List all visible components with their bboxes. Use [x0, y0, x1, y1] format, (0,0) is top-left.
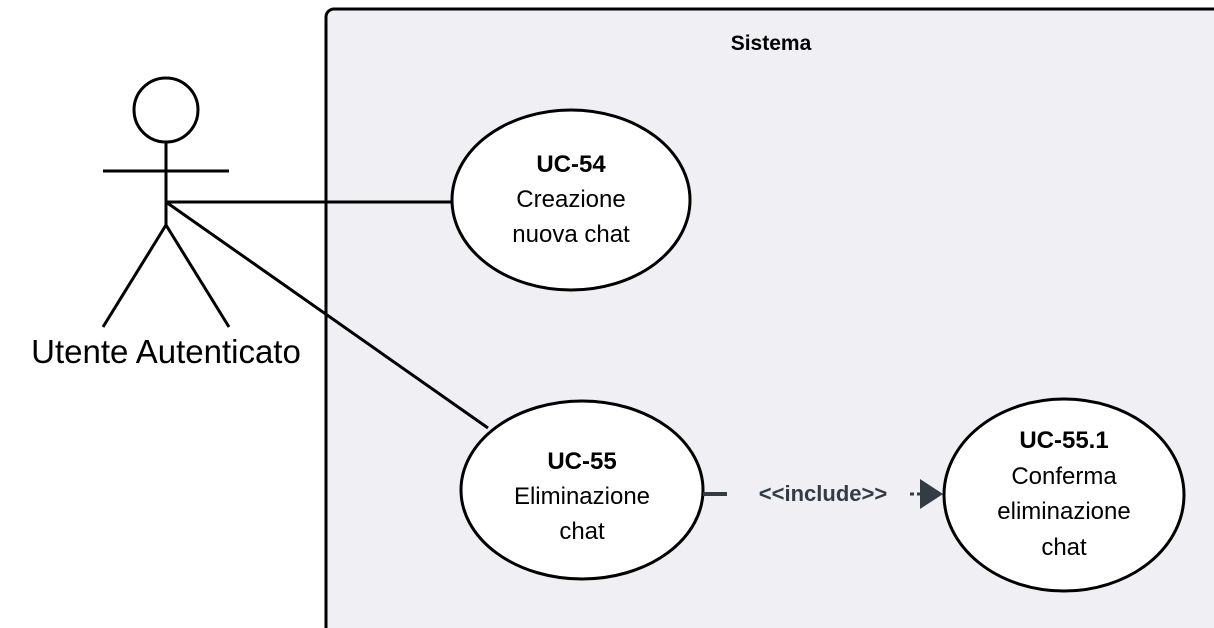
system-title: Sistema	[731, 32, 812, 55]
use-case-ellipse	[450, 108, 692, 292]
use-case-id: UC-54	[536, 151, 606, 178]
include-arrowhead	[920, 479, 943, 509]
use-case-text: chat	[559, 518, 605, 545]
actor-label: Utente Autenticato	[31, 333, 301, 370]
use-case-text: Eliminazione	[514, 483, 650, 510]
use-case-text: chat	[1041, 534, 1087, 561]
association-uc55	[165, 200, 489, 430]
use-case-id: UC-55.1	[1019, 427, 1108, 454]
use-case-text: Conferma	[1011, 463, 1117, 490]
use-case-uc55: UC-55 Eliminazione chat	[459, 399, 705, 581]
include-label: <<include>>	[759, 481, 887, 506]
actor-head	[132, 76, 200, 144]
use-case-uc54: UC-54 Creazione nuova chat	[450, 108, 692, 292]
use-case-text: Creazione	[516, 186, 625, 213]
actor-right-leg	[164, 224, 231, 328]
actor-figure	[101, 76, 231, 328]
use-case-uc55-1: UC-55.1 Conferma eliminazione chat	[942, 397, 1186, 593]
use-case-id: UC-55	[547, 448, 616, 475]
use-case-ellipse	[942, 397, 1186, 593]
use-case-text: eliminazione	[997, 498, 1130, 525]
include-relation: <<include>>	[703, 479, 943, 509]
use-case-text: nuova chat	[512, 221, 630, 248]
actor-left-leg	[101, 224, 168, 328]
use-case-ellipse	[459, 399, 705, 581]
